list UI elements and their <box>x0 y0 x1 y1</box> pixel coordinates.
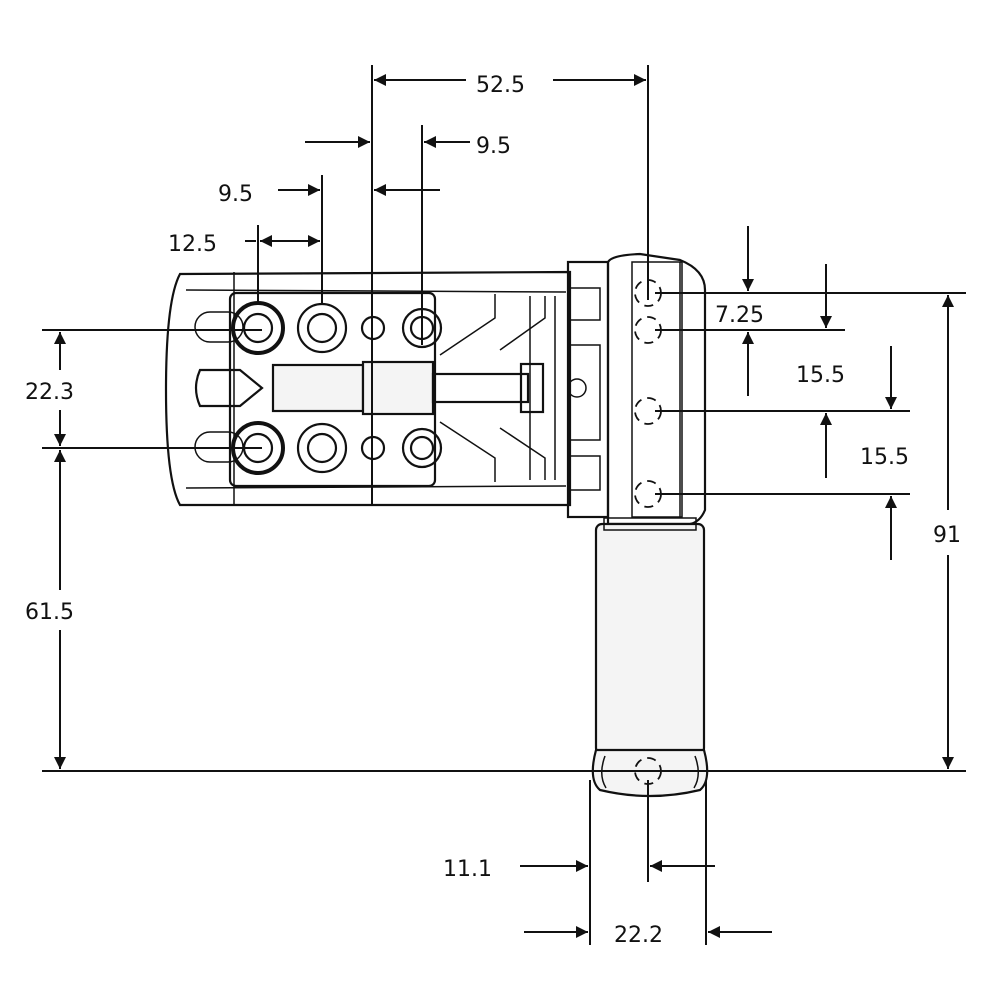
extension-lines <box>42 65 966 945</box>
dim-label-12-5: 12.5 <box>168 232 217 257</box>
dim-label-7-25: 7.25 <box>715 303 764 328</box>
clamp-hinge-block <box>566 252 707 526</box>
dim-label-61-5: 61.5 <box>25 600 74 625</box>
upper-hole-row <box>231 301 443 355</box>
dim-label-11-1: 11.1 <box>443 857 492 882</box>
dim-label-15-5-b: 15.5 <box>860 445 909 470</box>
lower-hole-row <box>231 421 443 475</box>
dimension-lines <box>54 74 954 938</box>
dim-label-9-5-left: 9.5 <box>218 182 253 207</box>
dim-label-22-3: 22.3 <box>25 380 74 405</box>
clamp-body <box>164 270 587 507</box>
clamp-handle <box>591 517 709 798</box>
dimension-labels: 52.5 9.5 9.5 12.5 22.3 61.5 7.25 15.5 15… <box>25 73 961 948</box>
dim-label-52-5: 52.5 <box>476 73 525 98</box>
dim-label-22-2: 22.2 <box>614 923 663 948</box>
dim-label-91: 91 <box>933 523 961 548</box>
dim-label-9-5-right: 9.5 <box>476 134 511 159</box>
dim-label-15-5-a: 15.5 <box>796 363 845 388</box>
